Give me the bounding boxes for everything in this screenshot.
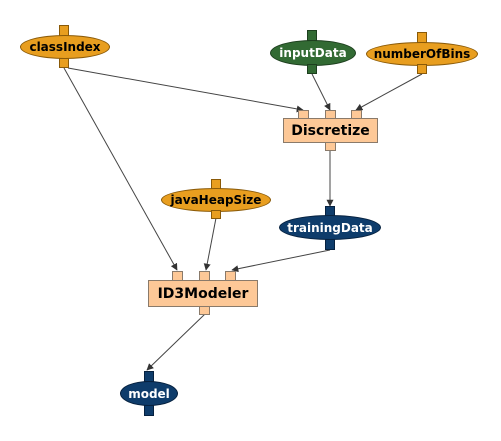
trainingdata-bottom-port (325, 239, 335, 250)
edge-id3modeler-model (146, 313, 206, 371)
edge-trainingdata-id3modeler (231, 249, 331, 273)
edge-inputdata-discretize (311, 73, 331, 111)
node-trainingdata[interactable]: trainingData (279, 215, 381, 240)
node-javaheapsize[interactable]: javaHeapSize (161, 188, 271, 212)
node-numberofbins[interactable]: numberOfBins (366, 42, 478, 66)
id3modeler-output-port (199, 306, 210, 315)
edge-javaheapsize-id3modeler (203, 217, 217, 271)
node-id3modeler[interactable]: ID3Modeler (148, 280, 258, 307)
node-id3modeler-label: ID3Modeler (157, 285, 249, 302)
node-trainingdata-label: trainingData (287, 220, 373, 235)
node-javaheapsize-label: javaHeapSize (170, 193, 262, 207)
node-discretize-label: Discretize (291, 122, 370, 139)
node-classindex-label: classIndex (29, 40, 101, 54)
node-model[interactable]: model (120, 381, 178, 406)
node-model-label: model (128, 386, 170, 401)
node-inputdata-label: inputData (279, 46, 347, 60)
node-inputdata[interactable]: inputData (270, 40, 356, 66)
javaheapsize-bottom-port (211, 210, 221, 219)
node-numberofbins-label: numberOfBins (373, 47, 471, 61)
numberofbins-bottom-port (417, 64, 427, 74)
edge-classindex-id3modeler (63, 67, 178, 271)
edge-classindex-discretize (67, 67, 304, 113)
discretize-output-port (325, 142, 336, 151)
inputdata-bottom-port (307, 64, 317, 74)
edge-numberofbins-discretize (355, 73, 423, 111)
model-bottom-port (144, 405, 154, 416)
node-discretize[interactable]: Discretize (283, 118, 378, 143)
classindex-bottom-port (59, 58, 69, 68)
node-classindex[interactable]: classIndex (20, 35, 110, 59)
